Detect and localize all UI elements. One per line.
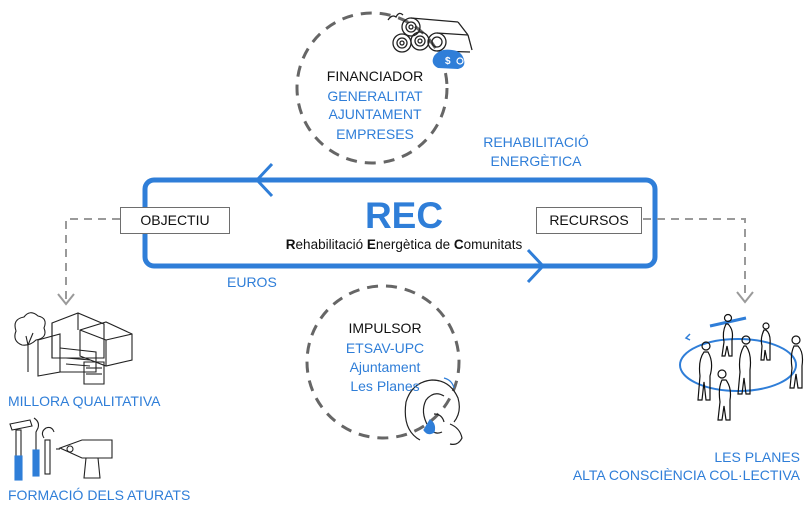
rec-subtitle: Rehabilitació Energètica de Comunitats (285, 237, 523, 252)
outcome-formacio: FORMACIÓ DELS ATURATS (8, 487, 191, 503)
impulsor-title: IMPULSOR (348, 320, 422, 336)
impulsor-item: ETSAV-UPC (345, 340, 425, 356)
financiador-item: AJUNTAMENT (328, 106, 422, 122)
left-connector (65, 218, 120, 300)
financiador-circle (295, 11, 449, 165)
outcome-millora: MILLORA QUALITATIVA (8, 393, 161, 409)
flow-label-top-2: ENERGÈTICA (490, 153, 582, 169)
recursos-box: RECURSOS (536, 207, 642, 234)
money-rolls-icon (387, 12, 473, 53)
arrow-left-head (254, 162, 274, 198)
financiador-title: FINANCIADOR (326, 68, 424, 84)
svg-text:$: $ (445, 56, 451, 67)
outcome-les-planes: LES PLANES (714, 449, 800, 465)
houses-tree-icon (14, 312, 133, 385)
right-connector-arrow (736, 291, 754, 304)
people-circle-icon (679, 313, 804, 421)
rec-title: REC (364, 195, 444, 236)
objectiu-box: OBJECTIU (120, 207, 230, 234)
impulsor-item: Ajuntament (349, 359, 421, 375)
dollar-bag-icon: $ (432, 49, 465, 69)
flow-label-bottom: EUROS (227, 274, 277, 290)
arrow-right-head (526, 248, 546, 284)
impulsor-item: Les Planes (350, 378, 420, 394)
outcome-consciencia: ALTA CONSCIÈNCIA COL·LECTIVA (572, 467, 800, 483)
flow-label-top-1: REHABILITACIÓ (483, 134, 589, 150)
right-connector (643, 218, 746, 298)
left-connector-arrow (57, 293, 75, 306)
tools-icon (9, 417, 113, 481)
financiador-item: EMPRESES (336, 126, 414, 142)
financiador-item: GENERALITAT (327, 88, 423, 104)
impulsor-circle (305, 284, 461, 440)
hands-icon (404, 377, 463, 445)
